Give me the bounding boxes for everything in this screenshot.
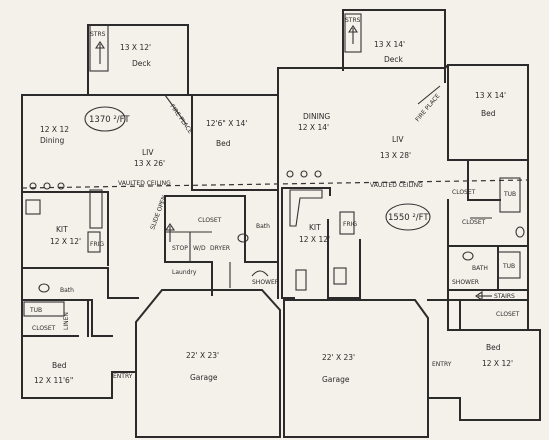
left-entry-label: ENTRY: [113, 373, 133, 380]
left-bed-back-size: 12 X 11'6": [34, 376, 73, 385]
left-living-name: LIV: [142, 148, 154, 157]
right-closet3-label: CLOSET: [496, 311, 520, 318]
deck-right-size: 13 X 14': [374, 40, 405, 49]
left-bed-front-name: Bed: [216, 139, 231, 148]
left-tub-label: TUB: [29, 307, 42, 314]
left-wd-label: W/D: [193, 245, 206, 252]
left-stop-label: STOP: [172, 245, 188, 252]
deck-left-name: Deck: [132, 59, 152, 68]
left-dining-size: 12 X 12: [40, 125, 69, 134]
left-vaulted-label: VAULTED CEILING: [118, 180, 171, 187]
left-closet-label: CLOSET: [198, 217, 222, 224]
right-bath-label: BATH: [472, 265, 488, 272]
left-bed-front-size: 12'6" X 14': [206, 119, 247, 128]
right-bed-master-size: 13 X 14': [475, 91, 506, 100]
right-dining-name: DINING: [303, 112, 330, 121]
right-bed-front-size: 12 X 12': [482, 359, 513, 368]
right-vaulted-label: VAULTED CEILING: [370, 182, 423, 189]
right-dining-size: 12 X 14': [298, 123, 329, 132]
left-bed-back-name: Bed: [52, 361, 67, 370]
left-laundry-label: Laundry: [172, 269, 197, 276]
right-garage-size: 22' X 23': [322, 353, 355, 362]
right-living-name: LIV: [392, 135, 404, 144]
left-shower-label: SHOWER: [252, 279, 279, 286]
left-area-label: 1370 ²/FT: [89, 115, 130, 125]
deck-right-name: Deck: [384, 55, 404, 64]
right-area-label: 1550 ²/FT: [388, 213, 429, 223]
right-tub-label: TUB: [503, 191, 516, 198]
left-garage-size: 22' X 23': [186, 351, 219, 360]
deck-left-size: 13 X 12': [120, 43, 151, 52]
stairs-bottom-label: STAIRS: [494, 293, 515, 300]
right-entry-label: ENTRY: [432, 361, 452, 368]
right-closet2-label: CLOSET: [462, 219, 486, 226]
right-kitchen-name: KIT: [309, 223, 321, 232]
left-bath-label: Bath: [60, 287, 74, 294]
right-closet-label: CLOSET: [452, 189, 476, 196]
left-closet2-label: CLOSET: [32, 325, 56, 332]
right-kitchen-size: 12 X 12': [299, 235, 330, 244]
stairs-left-label: STRS: [90, 31, 106, 38]
left-fireplace-label: FIRE PLACE: [168, 103, 193, 135]
left-garage-name: Garage: [190, 373, 218, 382]
walls: [21, 9, 541, 438]
left-frig-label: FRIG: [90, 241, 104, 248]
left-living-size: 13 X 26': [134, 159, 165, 168]
left-kitchen-name: KIT: [56, 225, 68, 234]
right-garage-name: Garage: [322, 375, 350, 384]
right-living-size: 13 X 28': [380, 151, 411, 160]
right-bed-front-name: Bed: [486, 343, 501, 352]
left-dryer-label: DRYER: [210, 245, 230, 252]
fixtures: [21, 13, 529, 317]
right-frig-label: FRIG: [343, 221, 357, 228]
left-bath-inner-label: Bath: [256, 223, 270, 230]
right-bed-master-name: Bed: [481, 109, 496, 118]
right-fireplace-label: FIRE PLACE: [414, 92, 441, 123]
right-shower-label: SHOWER: [452, 279, 479, 286]
right-tub2-label: TUB: [502, 263, 515, 270]
left-linen-label: LINEN: [63, 312, 70, 330]
stairs-right-label: STRS: [345, 17, 361, 24]
left-kitchen-size: 12 X 12': [50, 237, 81, 246]
left-dining-name: Dining: [40, 136, 64, 145]
